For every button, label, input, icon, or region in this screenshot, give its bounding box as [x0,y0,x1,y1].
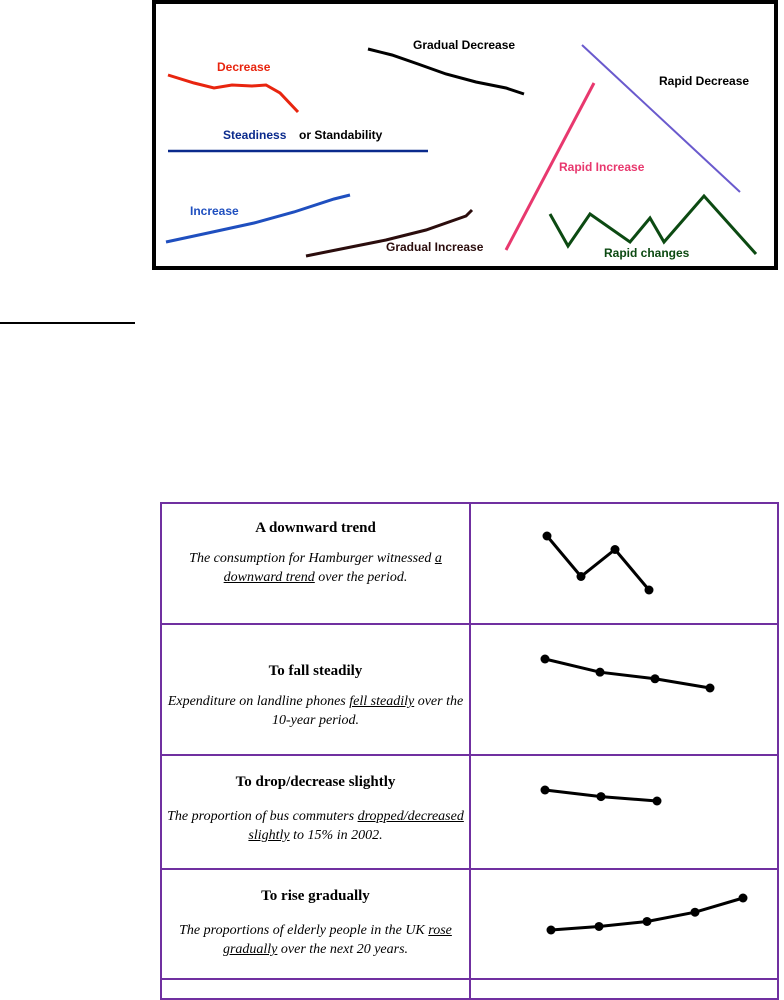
steadiness-label: Steadiness [223,128,287,142]
trend-point [546,925,556,935]
rapid-decrease-label: Rapid Decrease [659,74,750,88]
term-cell: To drop/decrease slightly The proportion… [160,754,471,870]
trend-point [610,545,620,554]
trend-point [652,796,662,806]
standability-label: or Standability [299,128,383,142]
trend-point [594,921,604,931]
example-highlight: a downward trend [223,551,442,585]
trend-graph [540,654,715,693]
example-text: over the period. [314,570,408,585]
rapid-increase-line [504,82,596,251]
term-cell: To fall steadily Expenditure on landline… [160,623,471,756]
trend-graph-cell [469,623,779,756]
trend-graph-cell [469,754,779,870]
increase-line [165,193,351,244]
trend-point [596,792,606,802]
trend-point [540,785,550,795]
gradual-increase-line [305,208,474,258]
gradual-increase-label: Gradual Increase [386,240,484,254]
trend-point [542,531,552,541]
trend-line [544,657,711,690]
example-sentence: The consumption for Hamburger witnessed … [162,549,469,587]
term-cell: A downward trend The consumption for Ham… [160,502,471,625]
trend-point [540,654,550,664]
rapid-changes-line [548,193,758,256]
example-text: The proportion of bus commuters [167,809,358,824]
trend-point [738,893,748,903]
example-text: over the next 20 years. [277,942,409,957]
gradual-decrease-label: Gradual Decrease [413,38,516,52]
example-text: The proportions of elderly people in the… [179,923,429,938]
trend-graph-cell [469,868,779,980]
example-highlight: fell steadily [349,694,415,709]
table-row: To drop/decrease slightly The proportion… [160,754,779,870]
increase-label: Increase [190,204,239,218]
trend-lines-drawing [165,44,758,258]
table-row: To fall steadily Expenditure on landline… [160,623,779,756]
example-sentence: Expenditure on landline phones fell stea… [162,692,469,730]
trend-graph [546,893,748,935]
example-text: to 15% in 2002. [289,828,383,843]
rapid-increase-label: Rapid Increase [559,160,645,174]
table-row: To rise gradually The proportions of eld… [160,868,779,980]
decrease-line [167,73,300,114]
trend-point [650,674,660,684]
rapid-changes-label: Rapid changes [604,246,690,260]
example-text: Expenditure on landline phones [167,694,350,709]
trend-graph-cell [469,978,779,1000]
example-text: over the 10-year period. [271,694,464,728]
term-cell: To rise gradually The proportions of eld… [160,868,471,980]
table-row: A downward trend The consumption for Ham… [160,502,779,625]
rapid-decrease-line [581,44,741,193]
section-divider [0,322,135,324]
trend-point [705,683,715,693]
trend-point [644,585,654,595]
example-sentence: The proportions of elderly people in the… [162,921,469,959]
trend-graph [540,785,662,806]
table-row [160,978,779,1000]
trend-line [545,535,651,591]
trend-vocabulary-panel: Decrease Gradual Decrease Rapid Decrease… [152,0,778,270]
trend-graph [542,531,654,595]
term-label: To fall steadily [268,663,363,679]
example-sentence: The proportion of bus commuters dropped/… [162,807,469,845]
trend-expressions-table: A downward trend The consumption for Ham… [160,502,779,1000]
trend-point [642,916,652,926]
gradual-decrease-line [367,47,525,96]
term-label: To drop/decrease slightly [235,774,396,790]
example-text: The consumption for Hamburger witnessed [189,551,435,566]
trend-graph-cell [469,502,779,625]
term-label: To rise gradually [261,888,370,904]
term-cell [160,978,471,1000]
term-label: A downward trend [255,520,376,536]
trend-point [576,572,586,581]
trend-point [690,907,700,917]
example-highlight: dropped/decreased slightly [248,809,464,843]
decrease-label: Decrease [217,60,271,74]
trend-point [595,667,605,677]
